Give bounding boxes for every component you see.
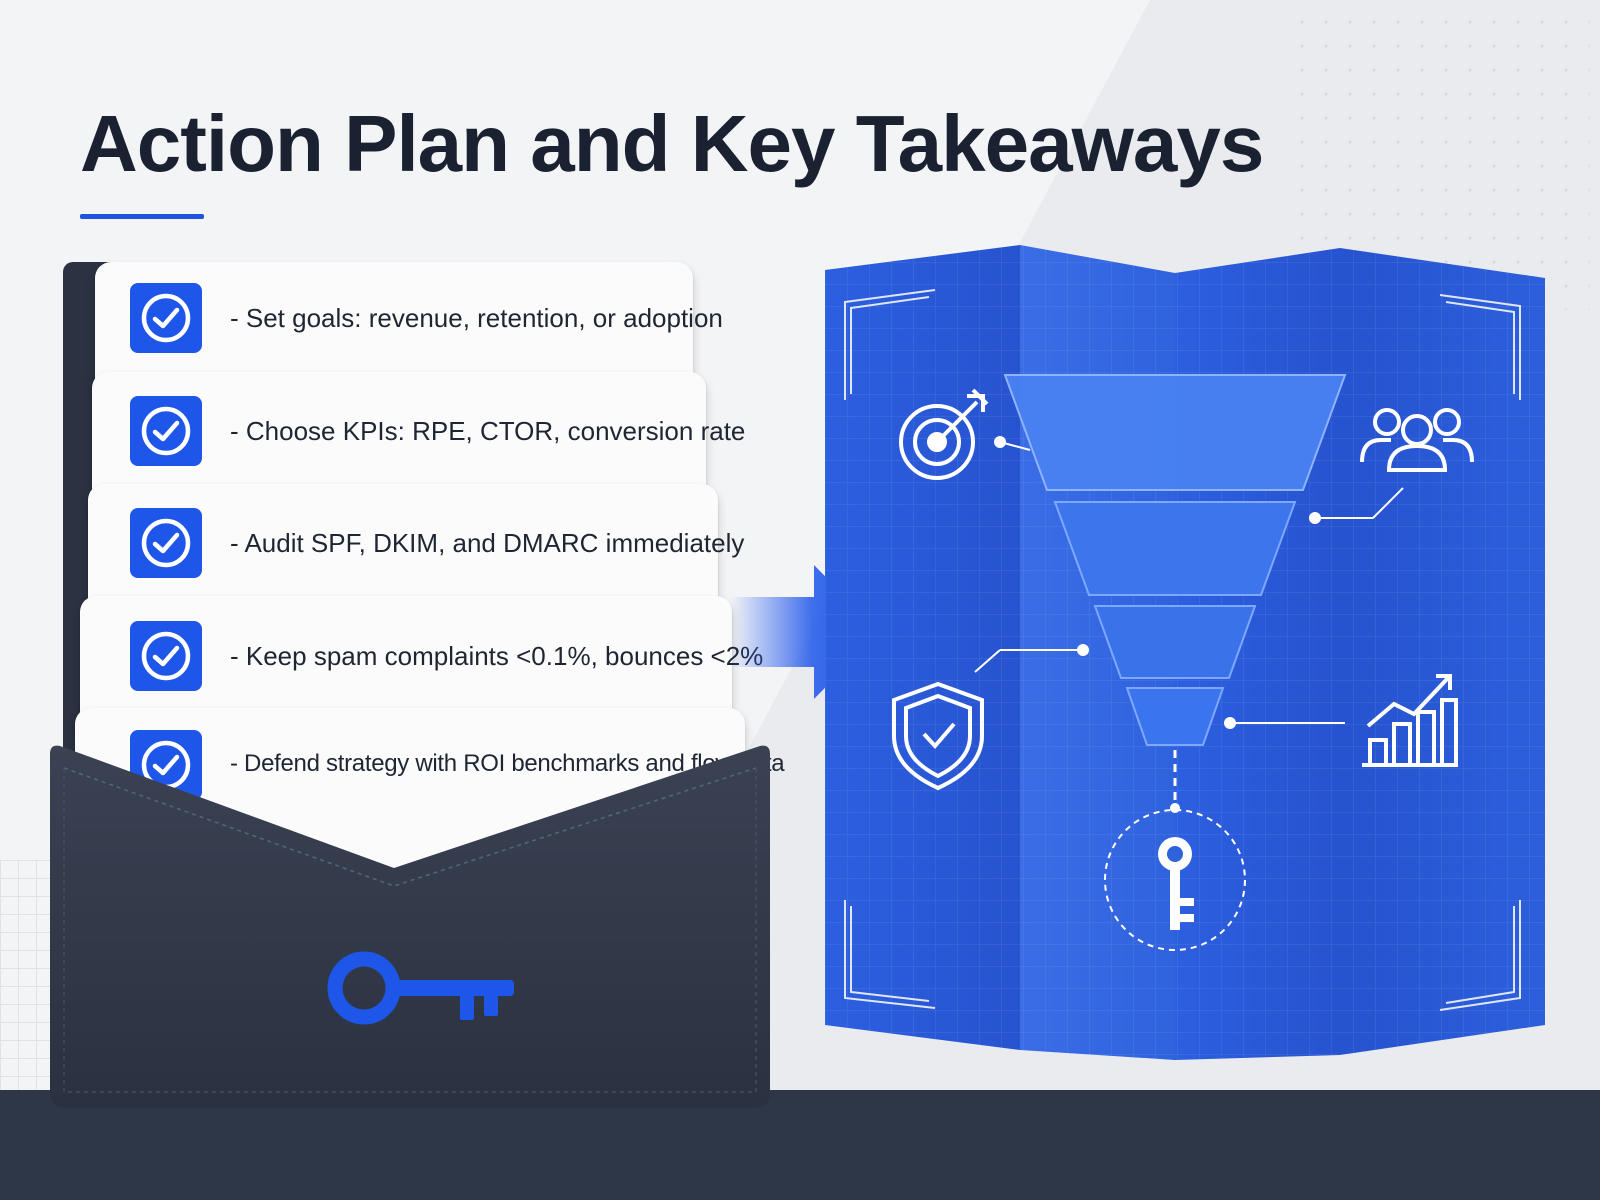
key-icon bbox=[327, 951, 514, 1025]
check-box bbox=[130, 508, 202, 578]
people-icon bbox=[1360, 408, 1474, 472]
check-circle-icon bbox=[141, 631, 191, 681]
check-box bbox=[130, 396, 202, 466]
checklist-item-text: - Choose KPIs: RPE, CTOR, conversion rat… bbox=[230, 416, 746, 446]
check-circle-icon bbox=[141, 518, 191, 568]
shield-check-icon bbox=[892, 681, 984, 791]
folder-pocket bbox=[50, 745, 770, 1108]
checklist-item-text: - Set goals: revenue, retention, or adop… bbox=[230, 303, 723, 333]
check-circle-icon bbox=[141, 406, 191, 456]
check-box bbox=[130, 283, 202, 353]
key-circle bbox=[1104, 809, 1246, 951]
floor-band bbox=[0, 1090, 1600, 1200]
title-underline bbox=[80, 214, 204, 219]
page-title: Action Plan and Key Takeaways bbox=[80, 99, 1264, 188]
target-icon bbox=[899, 388, 989, 480]
check-circle-icon bbox=[141, 293, 191, 343]
checklist-item-text: - Keep spam complaints <0.1%, bounces <2… bbox=[230, 641, 764, 671]
growth-chart-icon bbox=[1362, 674, 1458, 767]
check-box bbox=[130, 621, 202, 691]
blueprint-map bbox=[825, 245, 1545, 1060]
key-icon bbox=[1158, 837, 1194, 930]
checklist-item-text: - Audit SPF, DKIM, and DMARC immediately bbox=[230, 528, 745, 558]
